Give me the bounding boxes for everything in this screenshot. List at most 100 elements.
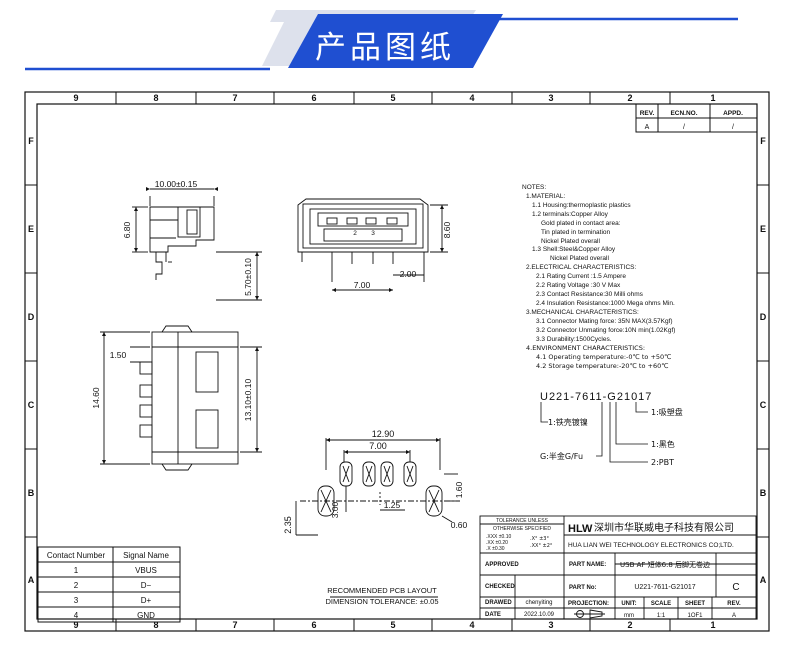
col-label: 6 (311, 93, 316, 103)
scale-value: 1:1 (657, 613, 666, 619)
engineering-drawing: 9 8 7 6 5 4 3 2 1 9 8 7 6 5 4 3 2 1 F E … (24, 91, 770, 632)
col-label: 4 (469, 93, 474, 103)
notes-block: NOTES: 1.MATERIAL: 1.1 Housing:thermopla… (522, 184, 675, 370)
dim-width-700-pcb: 7.00 (369, 441, 387, 451)
dim-height-570: 5.70±0.10 (243, 258, 253, 296)
dim-height-1460: 14.60 (91, 387, 101, 409)
col-label: 3 (548, 93, 553, 103)
ecn-header: ECN.NO. (670, 110, 697, 117)
tolerance-line: .XX ±0.20 (486, 540, 508, 546)
note-line: Tin plated in termination (541, 229, 611, 236)
col-label: 7 (232, 93, 237, 103)
tolerance-angle: .XX° ±2° (530, 543, 553, 549)
front-view: 2 3 8.60 2.00 7.00 (297, 198, 452, 292)
row-label: D (28, 312, 35, 322)
row-label: D (760, 312, 767, 322)
signal-name-cell: D− (141, 581, 152, 590)
frame-column-labels: 9 8 7 6 5 4 3 2 1 9 8 7 6 5 4 3 2 1 (73, 93, 715, 630)
dim-width-1290: 12.90 (372, 429, 395, 439)
note-line: 1.3 Shell:Steel&Copper Alloy (532, 246, 616, 253)
note-line: 3.1 Connector Mating force: 35N MAX(3.57… (536, 318, 673, 325)
note-line: 1.MATERIAL: (526, 193, 565, 200)
dim-height-860: 8.60 (442, 221, 452, 238)
sheet-value: 1OF1 (687, 613, 703, 619)
header-banner: 产品图纸 (0, 0, 790, 88)
note-line: 4.2 Storage temperature:-20℃ to +60℃ (536, 362, 669, 370)
drawing-date: 2022.10.09 (524, 612, 555, 618)
side-view: 10.00±0.15 6.80 5.70±0.10 (122, 179, 262, 301)
title-block: TOLERANCE UNLESS OTHERWISE SPECIFIED .XX… (479, 515, 757, 620)
pin-number-2: 2 (353, 230, 357, 237)
col-label: 1 (710, 620, 715, 630)
annotation-gold: G:半金G/Fu (540, 451, 583, 461)
pcb-layout: 12.90 7.00 3.00 1.25 1.60 0.60 2.35 RECO… (283, 429, 468, 606)
col-label: 7 (232, 620, 237, 630)
contact-number-header: Contact Number (47, 551, 106, 560)
annotation-tray: 1:吸塑盘 (651, 407, 683, 417)
rev-value: A (645, 124, 650, 131)
col-label: 4 (469, 620, 474, 630)
tolerance-angle: .X° ±3° (530, 536, 549, 542)
dim-width-700: 7.00 (354, 280, 371, 290)
annotation-black: 1:黑色 (651, 439, 675, 449)
contact-number-cell: 2 (74, 581, 79, 590)
col-label: 3 (548, 620, 553, 630)
scale-label: SCALE (651, 601, 671, 607)
drawer-name: chenyiting (525, 600, 552, 606)
col-label: 5 (390, 93, 395, 103)
note-line: 2.2 Rating Voltage :30 V Max (536, 282, 621, 289)
frame-row-labels: F E D C B A F E D C B A (28, 136, 767, 585)
row-label: C (28, 400, 35, 410)
row-label: E (760, 224, 766, 234)
col-label: 8 (153, 620, 158, 630)
projection-symbol-icon (574, 609, 605, 619)
pcb-tolerance-note: DIMENSION TOLERANCE: ±0.05 (325, 597, 438, 606)
banner-title-shape (288, 14, 503, 68)
ecn-value: / (683, 124, 685, 131)
note-line: 2.ELECTRICAL CHARACTERISTICS: (526, 264, 636, 271)
dim-width-200: 2.00 (400, 269, 417, 279)
rev-label: REV. (727, 601, 741, 607)
part-no-value: U221-7611-G21017 (634, 584, 695, 591)
part-code-text: U221-7611-G21017 (540, 391, 652, 403)
col-label: 5 (390, 620, 395, 630)
col-label: 6 (311, 620, 316, 630)
sheet-label: SHEET (685, 601, 705, 607)
tolerance-line: .XXX ±0.10 (486, 534, 511, 540)
tolerance-heading: TOLERANCE UNLESS (496, 518, 549, 524)
rev-value: A (732, 613, 736, 619)
annotation-shell: 1:铁壳镀镍 (548, 417, 588, 427)
note-line: 2.4 Insulation Resistance:1000 Mega ohms… (536, 300, 675, 307)
col-label: 2 (627, 93, 632, 103)
note-line: 2.1 Rating Current :1.5 Ampere (536, 273, 626, 280)
dim-width-060: 0.60 (451, 520, 468, 530)
contact-number-cell: 3 (74, 596, 79, 605)
row-label: B (28, 488, 35, 498)
dim-height-1310: 13.10±0.10 (243, 378, 253, 421)
drawing-revision-letter: C (732, 582, 739, 593)
part-no-label: PART No: (569, 585, 597, 591)
appd-header: APPD. (723, 110, 743, 117)
col-label: 1 (710, 93, 715, 103)
note-line: 2.3 Contact Resistance:30 Milli ohms (536, 291, 644, 298)
dim-width-10: 10.00±0.15 (155, 179, 198, 189)
company-name-cn: 深圳市华联威电子科技有限公司 (594, 521, 734, 534)
revision-table: REV. ECN.NO. APPD. A / / (635, 103, 758, 133)
note-line: 3.MECHANICAL CHARACTERISTICS: (526, 309, 639, 316)
dim-width-125: 1.25 (384, 500, 401, 510)
row-label: F (760, 136, 766, 146)
part-name-value: USB AF 短体6.8 后脚无卷边 (620, 560, 710, 569)
row-label: C (760, 400, 767, 410)
row-label: A (760, 575, 767, 585)
dim-height-160: 1.60 (454, 481, 464, 498)
part-name-label: PART NAME: (569, 562, 606, 568)
part-code-breakdown: U221-7611-G21017 1:铁壳镀镍 1:吸塑盘 1:黑色 G:半金G… (540, 391, 683, 467)
rev-header: REV. (640, 110, 655, 117)
row-label: F (28, 136, 34, 146)
company-name-en: HUA LIAN WEI TECHNOLOGY ELECTRONICS CO;L… (568, 542, 734, 549)
unit-value: mm (624, 613, 634, 619)
signal-name-cell: VBUS (135, 566, 157, 575)
signal-name-cell: D+ (141, 596, 152, 605)
projection-label: PROJECTION: (568, 601, 609, 607)
approved-label: APPROVED (485, 562, 519, 568)
